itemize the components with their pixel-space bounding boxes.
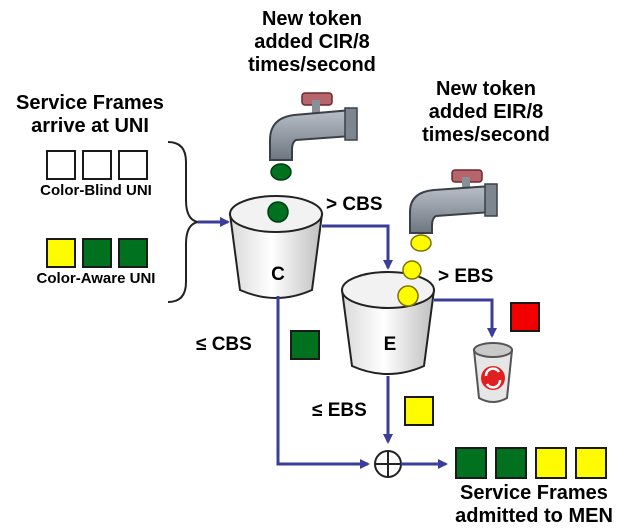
frame-red xyxy=(510,302,540,332)
faucet-icon xyxy=(409,169,498,252)
faucet-icon xyxy=(269,92,358,181)
bucket-e-label: E xyxy=(383,334,397,355)
frame-green xyxy=(118,238,148,268)
color-aware-label: Color-Aware UNI xyxy=(36,270,156,287)
cbs-overflow-arrow xyxy=(322,224,393,270)
gt-cbs-label: > CBS xyxy=(326,194,383,215)
cir-token-label: New token added CIR/8 times/second xyxy=(248,8,376,76)
eir-token-label: New token added EIR/8 times/second xyxy=(422,78,550,146)
circle-plus-icon xyxy=(374,450,402,478)
frame-green xyxy=(455,447,487,479)
frame-green xyxy=(82,238,112,268)
frame-green xyxy=(495,447,527,479)
frame-white xyxy=(82,150,112,180)
recycle-bin-icon xyxy=(472,342,514,403)
frame-yellow xyxy=(535,447,567,479)
frame-green xyxy=(290,330,320,360)
bucket-c-label: C xyxy=(271,264,285,285)
color-blind-label: Color-Blind UNI xyxy=(40,182,152,199)
arrive-label: Service Frames arrive at UNI xyxy=(16,92,164,137)
frame-yellow xyxy=(46,238,76,268)
ebs-overflow-arrow xyxy=(434,298,497,338)
frame-white xyxy=(118,150,148,180)
bucket-icon xyxy=(340,260,436,375)
gt-ebs-label: > EBS xyxy=(438,266,494,287)
frame-yellow xyxy=(404,396,434,426)
le-ebs-label: ≤ EBS xyxy=(312,400,367,421)
le-cbs-label: ≤ CBS xyxy=(196,334,252,355)
bucket-icon xyxy=(228,195,324,299)
frame-yellow xyxy=(575,447,607,479)
frame-white xyxy=(46,150,76,180)
admitted-label: Service Frames admitted to MEN xyxy=(455,482,613,527)
cbs-conform-path xyxy=(276,296,370,469)
